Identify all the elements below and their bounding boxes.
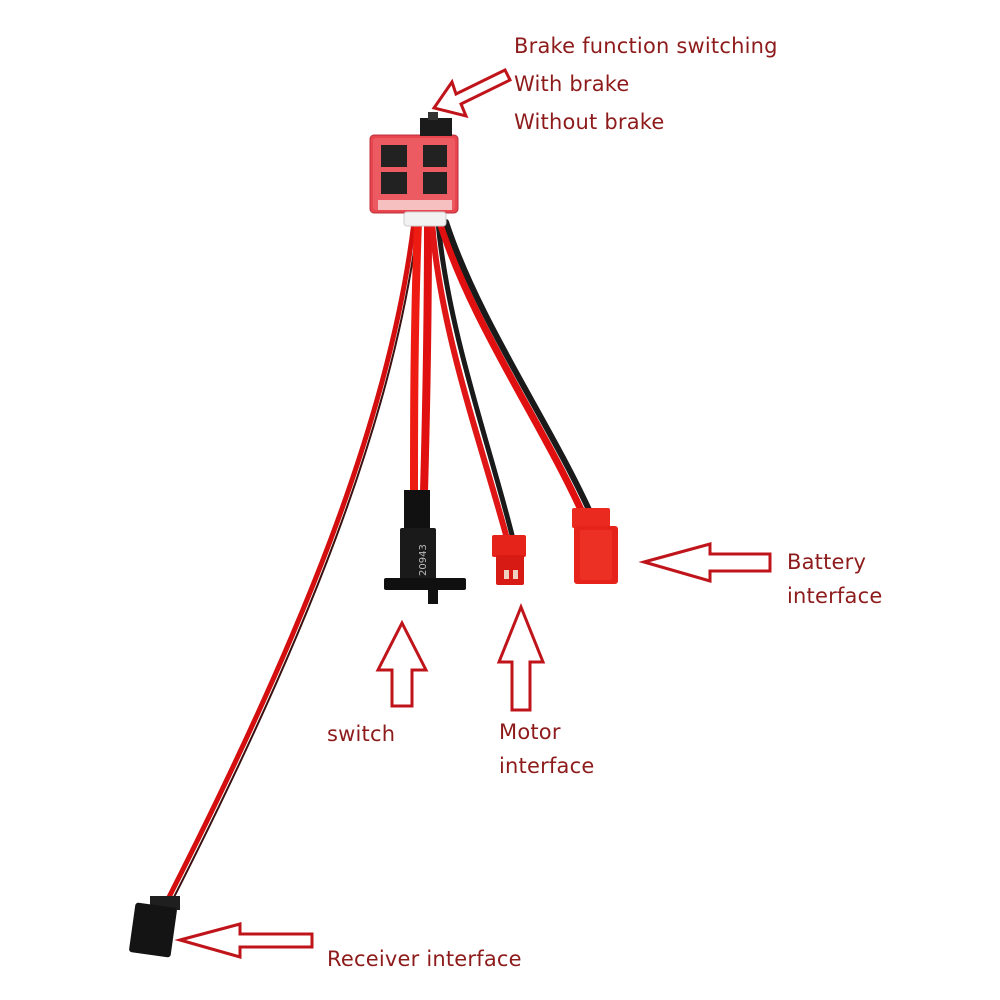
- without-brake-option: Without brake: [514, 110, 665, 134]
- battery-interface-label: Battery interface: [787, 545, 882, 613]
- motor-wire-black: [435, 219, 515, 538]
- battery-label-line2: interface: [787, 584, 883, 608]
- brake-arrow-icon: [431, 67, 513, 119]
- battery-wire-black: [443, 219, 593, 515]
- receiver-interface-label: Receiver interface: [327, 947, 522, 971]
- receiver-wire-black: [169, 221, 419, 906]
- switch-wire-b: [420, 218, 432, 496]
- receiver-arrow-icon: [174, 922, 314, 959]
- motor-label-line2: interface: [499, 754, 595, 778]
- brake-jumper[interactable]: [420, 118, 452, 136]
- esc-board: [369, 112, 459, 227]
- wire-bundle: [162, 218, 593, 908]
- brake-function-label: Brake function switching With brake With…: [514, 27, 778, 141]
- battery-connector: [572, 508, 618, 584]
- motor-label-line1: Motor: [499, 720, 561, 744]
- arrows: [174, 67, 772, 959]
- switch-marking: 20943: [418, 544, 429, 576]
- power-switch[interactable]: 20943: [384, 490, 466, 604]
- battery-arrow-icon: [638, 542, 772, 583]
- motor-connector: [492, 535, 526, 585]
- switch-arrow-icon: [375, 619, 429, 708]
- brake-function-title: Brake function switching: [514, 34, 778, 58]
- switch-wire-a: [410, 218, 422, 496]
- battery-wire-red: [436, 218, 586, 516]
- battery-label-line1: Battery: [787, 550, 867, 574]
- motor-wire-red: [429, 219, 509, 538]
- motor-interface-label: Motor interface: [499, 715, 594, 783]
- with-brake-option: With brake: [514, 72, 630, 96]
- switch-label: switch: [327, 722, 396, 746]
- motor-arrow-icon: [496, 602, 546, 712]
- receiver-connector: [129, 896, 180, 958]
- receiver-wire: [162, 219, 417, 908]
